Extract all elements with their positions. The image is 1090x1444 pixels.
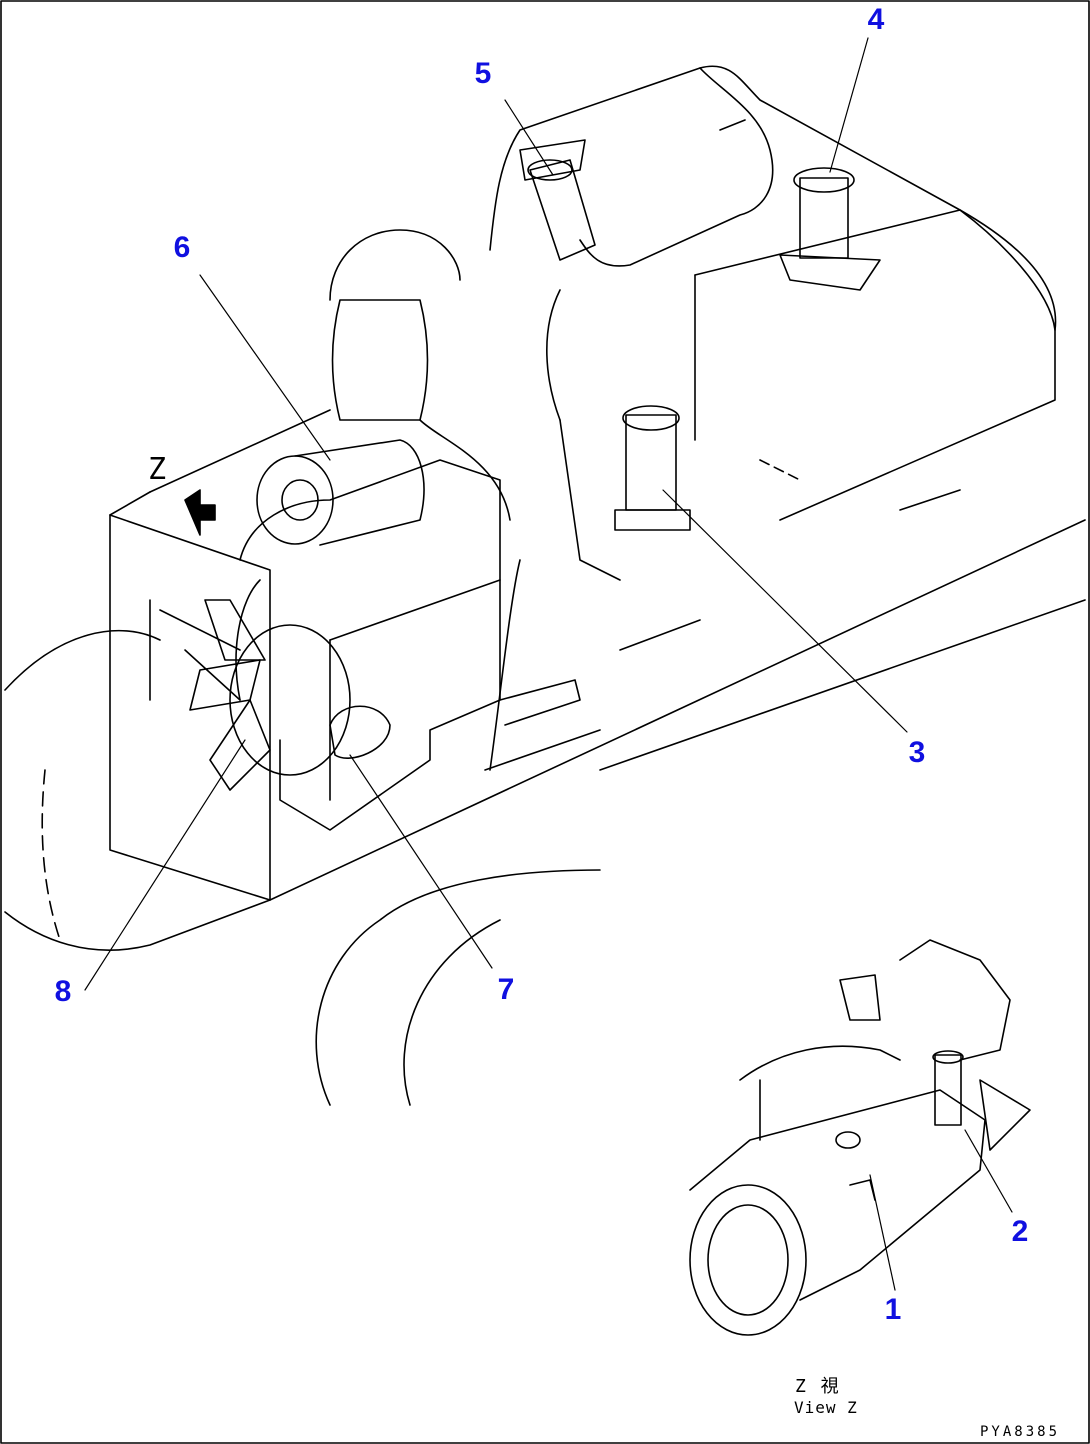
upper-housing [484,65,1057,771]
filter-part-5 [519,139,596,261]
callout-7: 7 [497,973,515,1006]
fan-part-8 [189,599,351,791]
callout-4: 4 [867,3,885,36]
callout-2: 2 [1011,1215,1029,1248]
callout-1: 1 [884,1293,902,1326]
engine-block [149,229,511,831]
leader-lines [84,37,1013,1291]
machine-body-outline [4,409,1086,1106]
air-cleaner [256,439,425,546]
view-z-marker: Z [148,452,167,487]
view-caption-jp: Z 視 [795,1376,841,1397]
sensor-part-7 [329,705,391,759]
callout-3: 3 [908,736,926,769]
view-arrow-icon [184,489,216,536]
drawing-code: PYA8385 [980,1424,1061,1440]
filter-part-4 [779,167,881,291]
callout-8: 8 [54,975,72,1008]
callout-5: 5 [474,57,492,90]
view-caption-en: View Z [794,1398,858,1417]
callout-6: 6 [173,231,191,264]
filter-part-3 [614,405,691,531]
detail-view-engine [689,939,1031,1336]
